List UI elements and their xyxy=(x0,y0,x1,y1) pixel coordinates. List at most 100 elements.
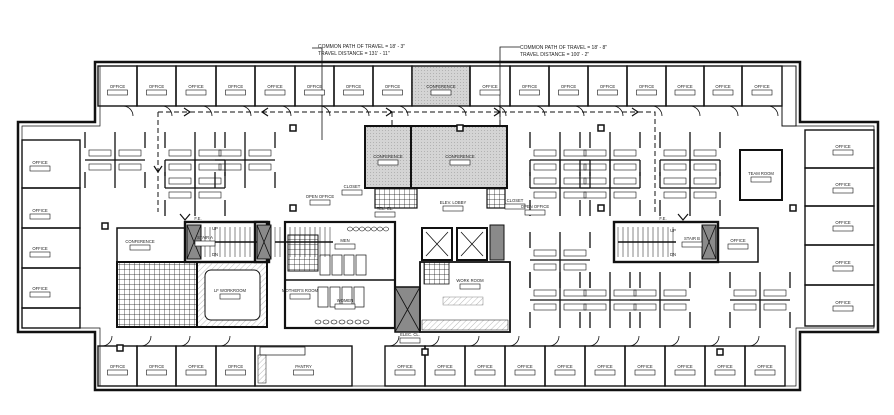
workstation-cluster xyxy=(529,160,591,216)
marker-label: UP xyxy=(212,226,218,231)
room-label: OFFICE xyxy=(32,208,48,213)
egress-arrow-icon xyxy=(153,165,163,174)
workstation-cluster xyxy=(579,272,641,328)
room-label: OFFICE xyxy=(639,84,655,89)
room-label: OFFICE xyxy=(561,84,577,89)
room-label: LF WORKROOM xyxy=(214,288,247,293)
office-room xyxy=(744,345,786,387)
room-number-tag xyxy=(459,283,481,290)
marker-label: DN xyxy=(212,252,218,257)
room-label: OFFICE xyxy=(677,84,693,89)
office-room xyxy=(804,284,875,327)
room-number-tag xyxy=(434,369,456,376)
room-number-tag xyxy=(524,209,546,216)
room-number-tag xyxy=(374,211,396,218)
column xyxy=(456,124,464,132)
room-label: WORK ROOM xyxy=(456,278,484,283)
room-number-tag xyxy=(449,159,471,166)
conference-room xyxy=(116,227,186,263)
room-number-tag xyxy=(194,240,216,247)
pantry-counter xyxy=(259,346,306,356)
conference-room-large xyxy=(410,125,508,189)
egress-arrow-icon xyxy=(385,107,394,117)
room-label: TEL. CL. xyxy=(377,206,394,211)
room-label: OPEN OFFICE xyxy=(521,204,550,209)
room-label: STAIR B xyxy=(684,236,700,241)
workstation-cluster xyxy=(164,160,226,216)
room-number-tag xyxy=(594,369,616,376)
room-label: ELEV. LOBBY xyxy=(440,200,467,205)
workstation-cluster xyxy=(579,160,641,216)
room-label: OFFICE xyxy=(346,84,362,89)
column xyxy=(716,348,724,356)
column xyxy=(789,204,797,212)
room-label: CONFERENCE xyxy=(373,154,403,159)
column xyxy=(289,124,297,132)
room-number-tag xyxy=(554,369,576,376)
room-label: OFFICE xyxy=(267,84,283,89)
room-label: OFFICE xyxy=(597,364,613,369)
room-number-tag xyxy=(185,369,207,376)
room-label: OFFICE xyxy=(557,364,573,369)
room-label: OFFICE xyxy=(677,364,693,369)
room-label: OFFICE xyxy=(307,84,323,89)
room-number-tag xyxy=(832,305,854,312)
room-label: OFFICE xyxy=(228,84,244,89)
workstation-cluster xyxy=(659,160,721,216)
workstation-cluster xyxy=(84,132,146,188)
travel-distance-left: TRAVEL DISTANCE = 131' - 11" xyxy=(318,51,390,57)
room-number-tag xyxy=(681,241,703,248)
room-number-tag xyxy=(597,89,618,96)
marker-label: UP xyxy=(670,228,676,233)
room-label: OFFICE xyxy=(715,84,731,89)
room-label: OFFICE xyxy=(835,182,851,187)
room-number-tag xyxy=(394,369,416,376)
room-label: OFFICE xyxy=(32,286,48,291)
room-number-tag xyxy=(293,369,314,376)
room-number-tag xyxy=(225,369,246,376)
room-label: OFFICE xyxy=(754,84,770,89)
office-room xyxy=(21,307,81,329)
team-room xyxy=(739,149,783,201)
room-label: OFFICE xyxy=(110,84,126,89)
marker-label: DN xyxy=(670,252,676,257)
room-number-tag xyxy=(712,89,734,96)
workstation-cluster xyxy=(214,132,276,188)
room-number-tag xyxy=(107,89,128,96)
pantry-room xyxy=(254,345,353,387)
room-number-tag xyxy=(832,149,854,156)
room-label: WOMEN xyxy=(337,298,354,303)
room-number-tag xyxy=(558,89,579,96)
room-label: OFFICE xyxy=(637,364,653,369)
room-number-tag xyxy=(674,369,696,376)
marker-label: F.E. xyxy=(194,216,201,221)
room-label: CONFERENCE xyxy=(125,239,155,244)
room-number-tag xyxy=(264,89,286,96)
room-number-tag xyxy=(219,293,241,300)
room-number-tag xyxy=(474,369,496,376)
room-label: MEN xyxy=(340,238,349,243)
room-label: OFFICE xyxy=(482,84,498,89)
room-label: OFFICE xyxy=(149,364,165,369)
room-number-tag xyxy=(832,265,854,272)
room-number-tag xyxy=(146,89,167,96)
room-label: OFFICE xyxy=(149,84,165,89)
room-number-tag xyxy=(519,89,540,96)
room-label: OFFICE xyxy=(835,300,851,305)
office-room xyxy=(804,129,875,169)
egress-arrow-icon xyxy=(179,213,191,221)
room-number-tag xyxy=(185,89,207,96)
restroom-block xyxy=(283,220,397,330)
room-number-tag xyxy=(343,89,364,96)
building-outline xyxy=(16,60,880,392)
office-room xyxy=(21,227,81,269)
column xyxy=(421,348,429,356)
room-number-tag xyxy=(399,337,421,344)
office-room xyxy=(804,205,875,246)
elevator xyxy=(421,227,453,261)
egress-arrow-icon xyxy=(631,107,640,117)
room-number-tag xyxy=(341,189,363,196)
room-label: OFFICE xyxy=(835,220,851,225)
room-number-tag xyxy=(225,89,246,96)
room-number-tag xyxy=(750,176,772,183)
